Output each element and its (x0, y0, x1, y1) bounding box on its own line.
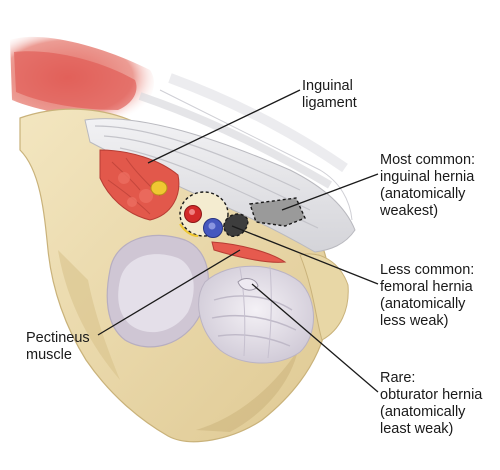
label-line: Pectineus (26, 330, 90, 346)
label-inguinal-hernia: Most common: inguinal hernia (anatomical… (380, 152, 475, 220)
pectineus-muscle-strip (211, 241, 287, 263)
label-line: less weak) (380, 313, 449, 329)
label-line: Less common: (380, 262, 475, 278)
label-pectineus-muscle: Pectineus muscle (26, 330, 90, 364)
iliopsoas-muscle (99, 149, 180, 221)
label-line: weakest) (380, 203, 439, 219)
femoral-sheath (179, 191, 229, 238)
inguinal-hernia-site (249, 197, 306, 227)
hip-socket (106, 234, 209, 348)
label-line: least weak) (380, 421, 454, 437)
label-line: ligament (302, 95, 357, 111)
label-line: inguinal hernia (380, 169, 475, 185)
label-line: femoral hernia (380, 279, 473, 295)
obturator-foramen (198, 265, 314, 364)
pubic-bone-right (299, 253, 349, 341)
abdominal-muscle (10, 36, 154, 119)
obturator-hernia-site (237, 278, 259, 291)
label-femoral-hernia: Less common: femoral hernia (anatomicall… (380, 262, 474, 330)
label-line: Inguinal (302, 78, 353, 94)
label-obturator-hernia: Rare: obturator hernia (anatomically lea… (380, 370, 482, 438)
label-line: muscle (26, 347, 72, 363)
femoral-nerve (150, 180, 168, 196)
label-inguinal-ligament: Inguinal ligament (302, 78, 357, 112)
label-line: obturator hernia (380, 387, 483, 403)
label-line: (anatomically (380, 296, 466, 312)
leader-lines (97, 89, 379, 393)
label-line: Most common: (380, 152, 476, 168)
femoral-hernia-site (223, 213, 249, 237)
label-line: Rare: (380, 370, 416, 386)
label-line: (anatomically (380, 186, 466, 202)
label-line: (anatomically (380, 404, 466, 420)
